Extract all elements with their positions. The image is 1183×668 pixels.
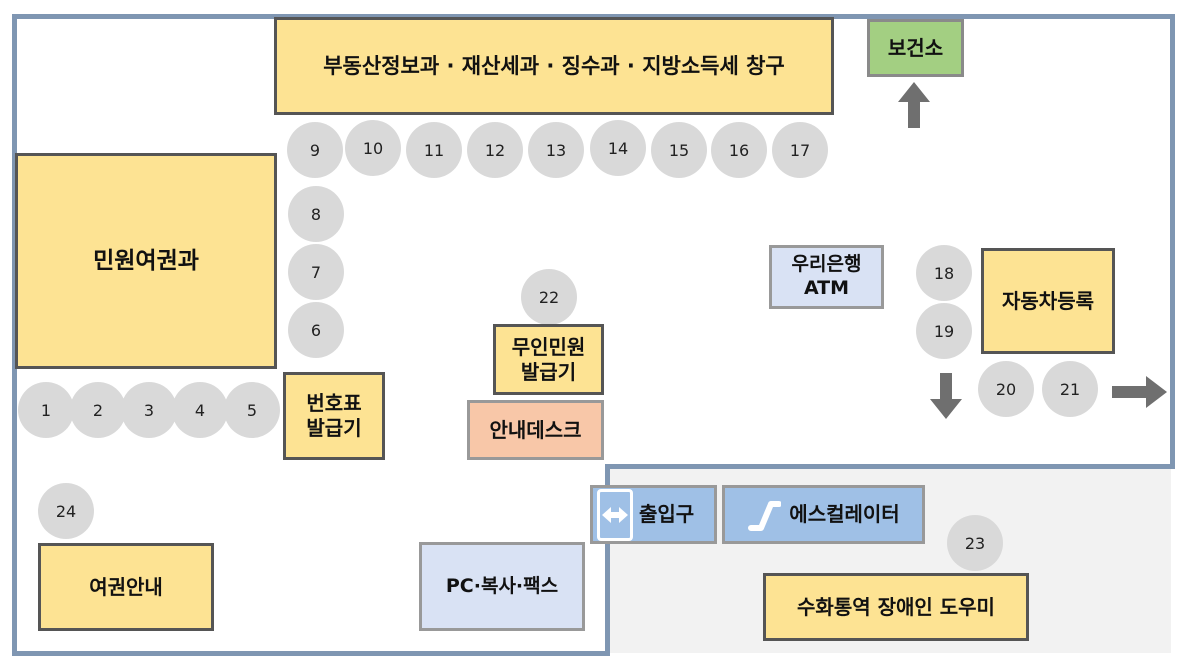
car-registration-label: 자동차등록 (1002, 288, 1094, 313)
counter-2: 2 (70, 382, 126, 438)
counter-16: 16 (711, 122, 767, 178)
info-desk-label: 안내데스크 (489, 417, 582, 442)
ticket-machine-line2: 발급기 (306, 416, 362, 440)
counter-number: 8 (310, 204, 322, 224)
counter-number: 17 (789, 140, 811, 160)
counter-1: 1 (18, 382, 74, 438)
bank-atm: 우리은행 ATM (769, 245, 884, 309)
counter-number: 21 (1059, 379, 1081, 399)
counter-number: 20 (995, 379, 1017, 399)
sign-language-label: 수화통역 장애인 도우미 (797, 594, 995, 619)
counter-24: 24 (38, 483, 94, 539)
escalator-label: 에스컬레이터 (789, 502, 900, 526)
counter-7: 7 (288, 244, 344, 300)
passport-info-label: 여권안내 (89, 574, 163, 599)
pc-copy-fax: PC·복사·팩스 (419, 542, 585, 631)
counter-number: 15 (668, 140, 690, 160)
health-center-label: 보건소 (887, 35, 944, 60)
counter-10: 10 (345, 120, 401, 176)
wall-bottom (12, 651, 610, 656)
counter-number: 16 (728, 140, 750, 160)
wall-inner-vertical (605, 464, 610, 656)
counter-number: 12 (484, 140, 506, 160)
kiosk-line2: 발급기 (520, 359, 577, 384)
counter-number: 7 (310, 262, 322, 282)
wall-left (12, 14, 17, 656)
health-center: 보건소 (867, 19, 964, 77)
counter-number: 24 (55, 501, 77, 521)
counter-number: 1 (40, 400, 52, 420)
counter-number: 23 (964, 533, 986, 553)
counter-12: 12 (467, 122, 523, 178)
civil-passport-label: 민원여권과 (93, 247, 199, 274)
entrance: 출입구 (590, 485, 717, 544)
counter-5: 5 (224, 382, 280, 438)
entrance-label: 출입구 (639, 502, 695, 526)
counter-19: 19 (916, 303, 972, 359)
pc-copy-fax-label: PC·복사·팩스 (445, 574, 559, 597)
wall-top (12, 14, 1175, 19)
counter-21: 21 (1042, 361, 1098, 417)
counter-22: 22 (521, 269, 577, 325)
counter-23: 23 (947, 515, 1003, 571)
kiosk: 무인민원 발급기 (493, 324, 604, 395)
sign-language-helper: 수화통역 장애인 도우미 (763, 573, 1029, 641)
counter-number: 10 (362, 138, 384, 158)
bank-atm-line1: 우리은행 (791, 253, 862, 276)
counter-number: 2 (92, 400, 104, 420)
counter-3: 3 (121, 382, 177, 438)
counter-number: 9 (309, 140, 321, 160)
info-desk: 안내데스크 (467, 400, 604, 460)
escalator: 에스컬레이터 (722, 485, 925, 544)
escalator-icon (748, 500, 782, 531)
counter-9: 9 (287, 122, 343, 178)
down-arrow-icon (930, 373, 962, 419)
right-arrow-icon (1112, 376, 1167, 408)
counter-13: 13 (528, 122, 584, 178)
ticket-machine: 번호표 발급기 (283, 372, 385, 460)
counter-number: 3 (143, 400, 155, 420)
tax-counter: 부동산정보과 · 재산세과 · 징수과 · 지방소득세 창구 (274, 17, 834, 115)
wall-right (1170, 14, 1175, 469)
counter-number: 13 (545, 140, 567, 160)
bidirectional-arrow-icon (597, 488, 633, 541)
counter-number: 4 (194, 400, 206, 420)
kiosk-line1: 무인민원 (511, 334, 586, 359)
wall-middle (605, 464, 1175, 469)
counter-11: 11 (406, 122, 462, 178)
civil-passport-office: 민원여권과 (15, 153, 277, 369)
ticket-machine-line1: 번호표 (306, 391, 362, 415)
counter-14: 14 (590, 120, 646, 176)
counter-18: 18 (916, 245, 972, 301)
counter-number: 19 (933, 321, 955, 341)
counter-15: 15 (651, 122, 707, 178)
counter-number: 6 (310, 320, 322, 340)
counter-8: 8 (288, 186, 344, 242)
counter-4: 4 (172, 382, 228, 438)
passport-info: 여권안내 (38, 543, 214, 631)
up-arrow-icon (898, 82, 930, 128)
counter-20: 20 (978, 361, 1034, 417)
counter-number: 22 (538, 287, 560, 307)
counter-6: 6 (288, 302, 344, 358)
car-registration: 자동차등록 (981, 248, 1115, 354)
counter-17: 17 (772, 122, 828, 178)
tax-counter-label: 부동산정보과 · 재산세과 · 징수과 · 지방소득세 창구 (323, 53, 785, 78)
counter-number: 18 (933, 263, 955, 283)
counter-number: 5 (246, 400, 258, 420)
bank-atm-line2: ATM (803, 277, 850, 299)
counter-number: 11 (423, 140, 445, 160)
counter-number: 14 (607, 138, 629, 158)
